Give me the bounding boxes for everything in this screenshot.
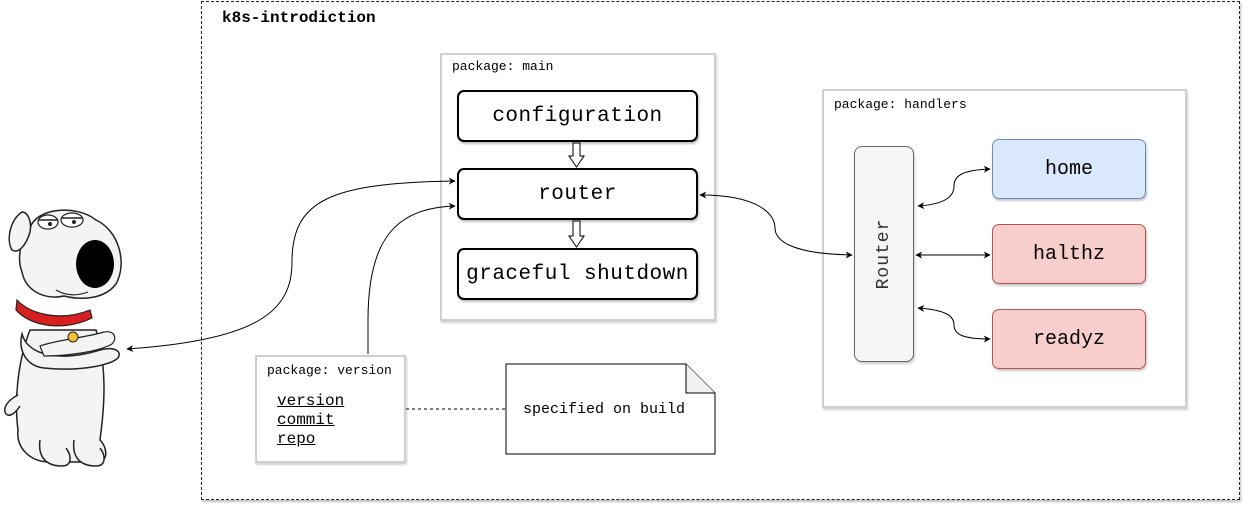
connector-router-readyz (917, 304, 991, 343)
version-item-repo[interactable]: repo (277, 430, 316, 448)
version-package-container[interactable] (255, 355, 406, 463)
halthz-handler-node[interactable]: halthz (992, 224, 1146, 284)
connector-mascot-router (126, 177, 456, 353)
graceful-shutdown-node[interactable]: graceful shutdown (457, 248, 698, 300)
hollow-down-arrow-icon (568, 142, 585, 168)
connector-router-home (917, 165, 991, 210)
configuration-node[interactable]: configuration (457, 90, 698, 142)
readyz-handler-node[interactable]: readyz (992, 309, 1146, 369)
router-node[interactable]: router (457, 168, 698, 220)
main-package-label: package: main (452, 59, 554, 74)
hollow-down-arrow-icon (568, 220, 585, 248)
version-item-commit[interactable]: commit (277, 411, 335, 429)
version-package-label: package: version (267, 363, 392, 378)
build-note-shape (505, 363, 716, 455)
home-handler-node[interactable]: home (992, 139, 1146, 199)
build-note-text: specified on build (523, 401, 686, 418)
handlers-package-label: package: handlers (834, 97, 967, 112)
connector-version-router (367, 202, 456, 354)
frame-title: k8s-introdiction (222, 9, 376, 27)
connector-router-handlers (699, 191, 853, 259)
handlers-router-box[interactable] (854, 146, 914, 362)
cartoon-dog-mascot-icon (4, 209, 122, 467)
version-item-version[interactable]: version (277, 392, 345, 410)
